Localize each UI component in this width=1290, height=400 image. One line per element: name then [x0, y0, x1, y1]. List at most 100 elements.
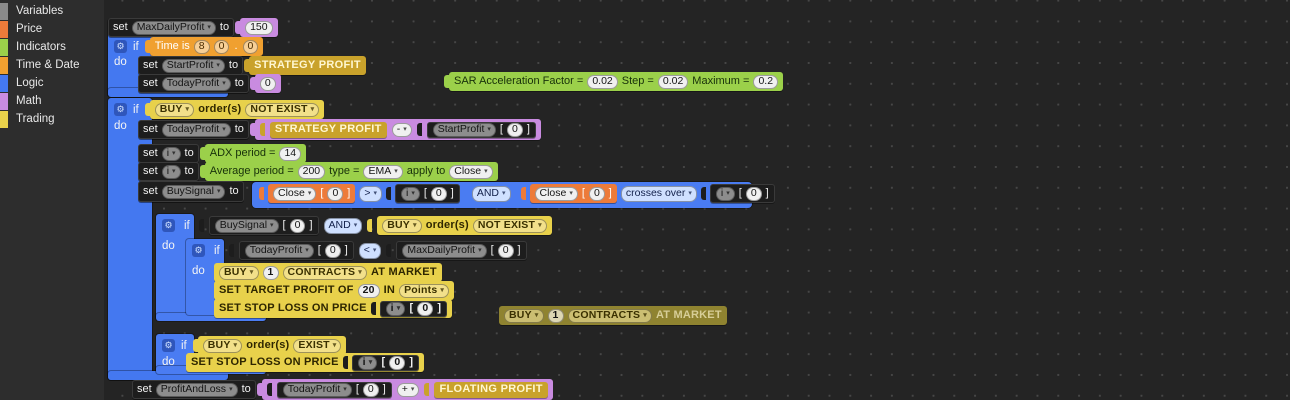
variable-getter-block[interactable]: i [ 0 ]	[395, 184, 460, 203]
operator-dropdown[interactable]: -	[391, 122, 412, 137]
gear-icon[interactable]: ⚙	[114, 40, 127, 53]
set-statement[interactable]: set TodayProfit to	[138, 74, 249, 93]
comparison-operator-dropdown[interactable]: <	[358, 242, 382, 259]
strategy-profit-block[interactable]: STRATEGY PROFIT	[249, 56, 366, 75]
sar-indicator-block[interactable]: SAR Acceleration Factor = 0.02 Step = 0.…	[449, 72, 784, 91]
orders-exist-block[interactable]: BUY order(s) NOT EXIST	[377, 216, 552, 235]
variable-dropdown[interactable]: MaxDailyProfit	[402, 243, 487, 258]
set-today-profit-calc-row[interactable]: set TodayProfit to STRATEGY PROFIT - Sta…	[138, 119, 541, 140]
set-statement[interactable]: set i to	[138, 162, 199, 181]
index-field[interactable]: 0	[327, 186, 344, 201]
buy-signal-condition-row[interactable]: Close [ 0 ] > i [ 0 ] AND Close [ 0 ] cr…	[259, 184, 775, 203]
average-indicator-block[interactable]: Average period = 200 type = EMA apply to…	[204, 162, 498, 181]
gear-icon[interactable]: ⚙	[192, 244, 205, 257]
index-field[interactable]: 0	[417, 301, 434, 316]
exist-state-dropdown[interactable]: NOT EXIST	[245, 102, 320, 117]
price-source-dropdown[interactable]: Close	[273, 186, 317, 201]
variable-dropdown[interactable]: StartProfit	[161, 58, 225, 73]
sar-max-field[interactable]: 0.2	[753, 74, 779, 89]
operator-dropdown[interactable]: +	[396, 382, 420, 397]
second-field[interactable]: 0	[242, 39, 259, 54]
floating-profit-block[interactable]: FLOATING PROFIT	[434, 381, 548, 398]
toolbox-item-price[interactable]: Price	[0, 20, 104, 38]
adx-period-field[interactable]: 14	[279, 146, 302, 161]
quantity-field[interactable]: 1	[547, 308, 564, 323]
number-value-block[interactable]: 0	[254, 74, 281, 93]
adx-indicator-block[interactable]: ADX period = 14	[204, 144, 307, 163]
toolbox-item-variables[interactable]: Variables	[0, 2, 104, 20]
set-statement[interactable]: set BuySignal to	[138, 181, 244, 202]
side-dropdown[interactable]: BUY	[219, 265, 259, 280]
set-i-average-row[interactable]: set i to Average period = 200 type = EMA…	[138, 162, 498, 181]
gear-icon[interactable]: ⚙	[114, 103, 127, 116]
toolbox-item-math[interactable]: Math	[0, 92, 104, 110]
floating-buy-at-market-row[interactable]: BUY 1 CONTRACTS AT MARKET	[499, 306, 727, 325]
index-field[interactable]: 0	[745, 186, 762, 201]
if-buy-signal-row[interactable]: ⚙ if BuySignal [ 0 ] AND BUY order(s) NO…	[162, 216, 552, 235]
set-max-daily-profit-row[interactable]: set MaxDailyProfit to 150	[108, 18, 278, 37]
stop-loss-block[interactable]: SET STOP LOSS ON PRICE i [ 0 ]	[186, 353, 425, 372]
logic-conjunction-dropdown[interactable]: AND	[323, 217, 363, 234]
variable-getter-block[interactable]: TodayProfit [ 0 ]	[238, 241, 354, 260]
sar-af-field[interactable]: 0.02	[587, 74, 618, 89]
variable-dropdown[interactable]: i	[401, 186, 420, 201]
toolbox-item-logic[interactable]: Logic	[0, 74, 104, 92]
number-field[interactable]: 0	[259, 76, 276, 91]
buy-at-market-row[interactable]: BUY 1 CONTRACTS AT MARKET	[214, 263, 442, 282]
strategy-profit-block[interactable]: STRATEGY PROFIT	[269, 121, 387, 138]
apply-to-dropdown[interactable]: Close	[449, 164, 493, 179]
index-field[interactable]: 0	[430, 186, 447, 201]
variable-getter-block[interactable]: TodayProfit [ 0 ]	[276, 381, 392, 398]
orders-exist-block[interactable]: BUY order(s) EXIST	[197, 336, 347, 355]
set-stop-loss-row-2[interactable]: SET STOP LOSS ON PRICE i [ 0 ]	[186, 353, 425, 372]
target-amount-field[interactable]: 20	[357, 283, 380, 298]
arithmetic-block[interactable]: TodayProfit [ 0 ] + FLOATING PROFIT	[261, 379, 553, 400]
variable-getter-block[interactable]: BuySignal [ 0 ]	[208, 216, 319, 235]
set-stop-loss-row-1[interactable]: SET STOP LOSS ON PRICE i [ 0 ]	[214, 299, 453, 318]
side-dropdown[interactable]: BUY	[504, 308, 544, 323]
variable-dropdown[interactable]: StartProfit	[432, 122, 496, 137]
index-field[interactable]: 0	[324, 243, 341, 258]
average-type-dropdown[interactable]: EMA	[363, 164, 403, 179]
price-source-dropdown[interactable]: Close	[534, 186, 578, 201]
index-field[interactable]: 0	[389, 355, 406, 370]
target-profit-block[interactable]: SET TARGET PROFIT OF 20 IN Points	[214, 281, 455, 300]
index-field[interactable]: 0	[497, 243, 514, 258]
variable-getter-block[interactable]: i [ 0 ]	[379, 300, 448, 317]
comparison-operator-dropdown[interactable]: >	[359, 185, 382, 202]
arithmetic-block[interactable]: STRATEGY PROFIT - StartProfit [ 0 ]	[254, 119, 541, 140]
index-field[interactable]: 0	[506, 122, 523, 137]
floating-buy-order-block[interactable]: BUY 1 CONTRACTS AT MARKET	[499, 306, 727, 325]
set-statement[interactable]: set MaxDailyProfit to	[108, 18, 235, 37]
variable-dropdown[interactable]: i	[357, 355, 378, 370]
if-buy-not-exist-container[interactable]	[108, 98, 152, 380]
variable-dropdown[interactable]: i	[385, 301, 406, 316]
exist-state-dropdown[interactable]: NOT EXIST	[472, 218, 547, 233]
index-field[interactable]: 0	[289, 218, 306, 233]
variable-dropdown[interactable]: MaxDailyProfit	[131, 20, 216, 35]
side-dropdown[interactable]: BUY	[202, 338, 243, 353]
set-target-profit-row[interactable]: SET TARGET PROFIT OF 20 IN Points	[214, 281, 455, 300]
if-time-row[interactable]: ⚙ if Time is 8 0 . 0	[114, 37, 264, 56]
number-field[interactable]: 150	[245, 20, 273, 35]
variable-getter-block[interactable]: i [ 0 ]	[351, 354, 420, 371]
index-field[interactable]: 0	[362, 382, 379, 397]
sar-block-row[interactable]: SAR Acceleration Factor = 0.02 Step = 0.…	[444, 72, 784, 91]
variable-dropdown[interactable]: ProfitAndLoss	[155, 382, 238, 397]
sar-step-field[interactable]: 0.02	[657, 74, 689, 89]
hour-field[interactable]: 8	[193, 39, 210, 54]
toolbox-item-trading[interactable]: Trading	[0, 110, 104, 128]
index-field[interactable]: 0	[588, 186, 605, 201]
variable-dropdown[interactable]: TodayProfit	[161, 122, 231, 137]
variable-dropdown[interactable]: i	[161, 164, 181, 179]
set-start-profit-row[interactable]: set StartProfit to STRATEGY PROFIT	[138, 56, 366, 75]
comparison-block-1[interactable]: Close [ 0 ]	[268, 184, 356, 203]
set-statement[interactable]: set ProfitAndLoss to	[132, 380, 256, 399]
set-statement[interactable]: set TodayProfit to	[138, 120, 249, 139]
set-i-adx-row[interactable]: set i to ADX period = 14	[138, 144, 307, 163]
variable-dropdown[interactable]: TodayProfit	[244, 243, 314, 258]
variable-dropdown[interactable]: TodayProfit	[282, 382, 352, 397]
set-statement[interactable]: set i to	[138, 144, 199, 163]
variable-getter-block[interactable]: MaxDailyProfit [ 0 ]	[396, 241, 527, 260]
side-dropdown[interactable]: BUY	[382, 218, 422, 233]
